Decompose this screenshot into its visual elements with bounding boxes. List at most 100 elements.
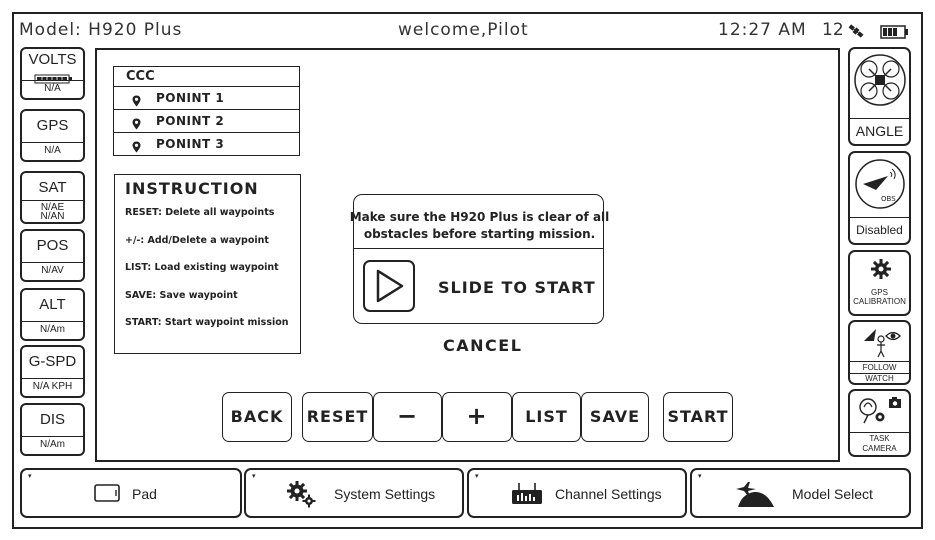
start-button[interactable]: START	[663, 392, 733, 442]
instruction-title: INSTRUCTION	[125, 179, 259, 198]
follow-watch-line: WATCH	[850, 373, 909, 384]
task-camera-tile[interactable]: TASK CAMERA	[848, 389, 911, 457]
instruction-line: +/-: Add/Delete a waypoint	[125, 234, 269, 246]
cancel-button[interactable]: CANCEL	[443, 336, 523, 355]
task-camera-line: CAMERA	[862, 444, 897, 453]
follow-watch-label: FOLLOW WATCH	[850, 361, 909, 383]
pos-value: N/AV	[22, 262, 83, 280]
caret-icon: ▾	[475, 472, 479, 480]
waypoint-list-title: CCC	[114, 67, 299, 87]
battery-icon	[880, 24, 910, 43]
task-camera-line: TASK	[869, 434, 890, 443]
reset-button[interactable]: RESET	[302, 392, 373, 442]
controller-icon	[511, 482, 543, 510]
obstacle-avoidance-state: Disabled	[850, 217, 909, 243]
follow-watch-icon	[860, 325, 902, 365]
volts-value: N/A	[22, 80, 83, 98]
ground-speed-value: N/A KPH	[22, 378, 83, 396]
back-button[interactable]: BACK	[222, 392, 292, 442]
angle-label: ANGLE	[850, 118, 909, 144]
drone-icon	[853, 53, 907, 111]
ground-speed-label: G-SPD	[28, 353, 77, 370]
waypoint-list: CCC PONINT 1 PONINT 2 PONINT 3	[113, 66, 300, 156]
waypoint-label: PONINT 1	[156, 91, 225, 105]
caret-icon: ▾	[28, 472, 32, 480]
add-waypoint-button[interactable]: +	[442, 392, 512, 442]
tab-pad-label: Pad	[132, 486, 157, 502]
dialog-message: Make sure the H920 Plus is clear of all …	[344, 209, 615, 243]
tab-pad[interactable]: ▾ Pad	[20, 468, 242, 518]
satellite-icon	[846, 23, 866, 43]
gear-icon	[870, 258, 892, 284]
task-camera-label: TASK CAMERA	[850, 432, 909, 455]
follow-watch-tile[interactable]: FOLLOW WATCH	[848, 320, 911, 385]
gps-label: GPS	[36, 117, 69, 134]
gps-value: N/A	[22, 142, 83, 160]
waypoint-item[interactable]: PONINT 1	[114, 87, 299, 110]
ground-speed-tile[interactable]: G-SPD N/A KPH	[20, 345, 85, 398]
volts-tile[interactable]: VOLTS N/A	[20, 47, 85, 100]
instruction-line: RESET: Delete all waypoints	[125, 207, 275, 218]
play-icon	[376, 269, 404, 303]
obs-icon-text: OBS	[881, 195, 896, 203]
alt-tile[interactable]: ALT N/Am	[20, 288, 85, 341]
angle-tile[interactable]: ANGLE	[848, 47, 911, 146]
waypoint-label: PONINT 2	[156, 114, 225, 128]
map-pin-icon	[132, 92, 141, 114]
distance-tile[interactable]: DIS N/Am	[20, 403, 85, 456]
save-button[interactable]: SAVE	[581, 392, 649, 442]
map-panel[interactable]: CCC PONINT 1 PONINT 2 PONINT 3	[95, 48, 840, 462]
instruction-line: LIST: Load existing waypoint	[125, 262, 279, 273]
instruction-line: START: Start waypoint mission	[125, 317, 289, 328]
tab-system-settings[interactable]: ▾ System Settings	[244, 468, 464, 518]
alt-value: N/Am	[22, 321, 83, 339]
gps-calibration-label: GPS CALIBRATION	[850, 284, 909, 314]
welcome-text: welcome,Pilot	[398, 20, 529, 40]
caret-icon: ▾	[698, 472, 702, 480]
sat-value-north: N/AN	[40, 211, 65, 222]
distance-label: DIS	[39, 411, 65, 428]
follow-watch-line: FOLLOW	[862, 363, 897, 372]
waypoint-label: PONINT 3	[156, 137, 225, 151]
instruction-panel: INSTRUCTION RESET: Delete all waypoints …	[114, 174, 301, 354]
slide-to-start-handle[interactable]	[363, 260, 415, 312]
sat-label: SAT	[38, 179, 67, 196]
tab-model-select-label: Model Select	[792, 486, 873, 502]
status-bar: Model: H920 Plus welcome,Pilot 12:27 AM …	[14, 14, 921, 48]
obstacle-avoidance-tile[interactable]: OBS Disabled	[848, 151, 911, 245]
obstacle-sensor-icon: OBS	[854, 158, 906, 214]
tab-system-settings-label: System Settings	[334, 486, 436, 502]
waypoint-item[interactable]: PONINT 2	[114, 110, 299, 133]
waypoint-item[interactable]: PONINT 3	[114, 133, 299, 155]
tab-channel-settings-label: Channel Settings	[555, 486, 662, 502]
tab-channel-settings[interactable]: ▾ Channel Settings	[467, 468, 687, 518]
dialog-message-line: Make sure the H920 Plus is clear of all	[349, 210, 610, 224]
satellite-count: 12	[822, 20, 844, 40]
distance-value: N/Am	[22, 436, 83, 454]
map-pin-icon	[132, 138, 141, 160]
gps-calibration-line: CALIBRATION	[853, 297, 906, 306]
dialog-message-line: obstacles before starting mission.	[363, 227, 596, 241]
list-button[interactable]: LIST	[512, 392, 581, 442]
gears-icon	[286, 480, 316, 512]
dialog-divider	[354, 248, 603, 249]
aircraft-icon	[734, 480, 776, 512]
pos-tile[interactable]: POS N/AV	[20, 229, 85, 282]
gps-calibration-tile[interactable]: GPS CALIBRATION	[848, 250, 911, 316]
task-camera-icon	[858, 395, 904, 431]
sat-value-east: N/AE	[40, 202, 65, 213]
slide-to-start-label: SLIDE TO START	[438, 278, 596, 297]
pad-icon	[94, 484, 120, 506]
pos-label: POS	[36, 237, 69, 254]
volts-label: VOLTS	[28, 51, 77, 68]
remove-waypoint-button[interactable]: −	[373, 392, 442, 442]
model-name: Model: H920 Plus	[19, 20, 183, 40]
start-mission-dialog: Make sure the H920 Plus is clear of all …	[350, 194, 609, 324]
gps-tile[interactable]: GPS N/A	[20, 109, 85, 162]
alt-label: ALT	[39, 296, 66, 313]
clock: 12:27 AM	[718, 20, 807, 40]
gps-calibration-line: GPS	[871, 288, 888, 297]
tab-model-select[interactable]: ▾ Model Select	[690, 468, 911, 518]
sat-tile[interactable]: SAT N/AE N/AN	[20, 171, 85, 224]
caret-icon: ▾	[252, 472, 256, 480]
